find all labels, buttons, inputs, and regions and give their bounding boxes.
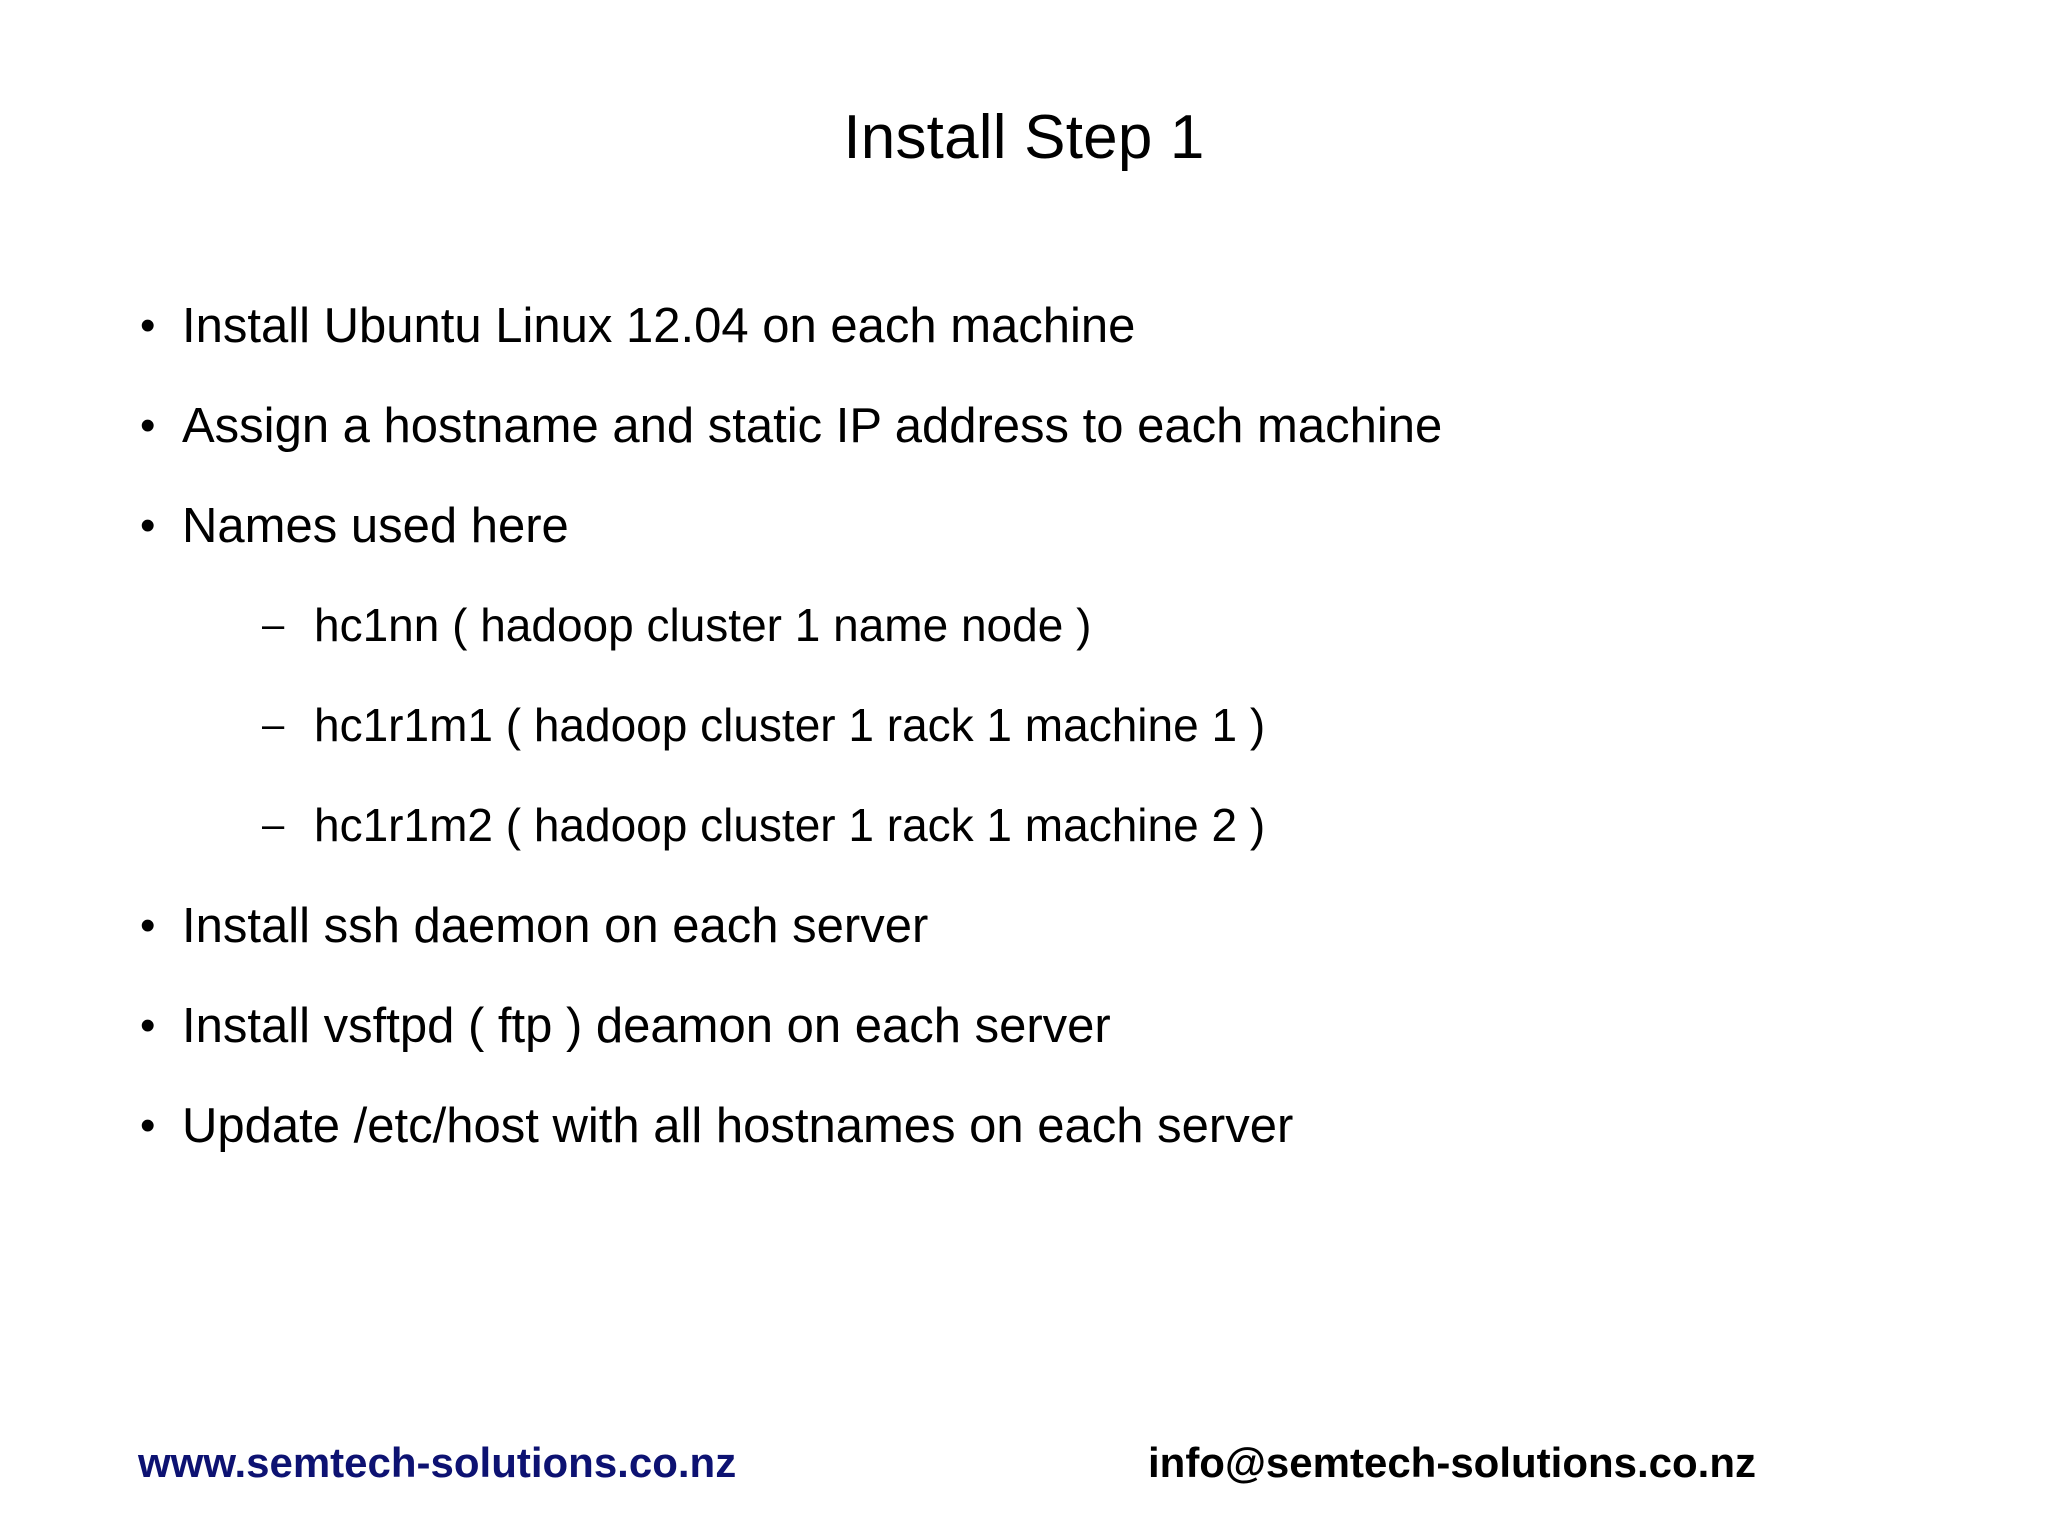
sub-list-item-label: hc1nn ( hadoop cluster 1 name node ): [314, 599, 1092, 651]
dash-icon: –: [262, 603, 285, 647]
sub-list-item-label: hc1r1m1 ( hadoop cluster 1 rack 1 machin…: [314, 699, 1266, 751]
sub-list-item: – hc1nn ( hadoop cluster 1 name node ): [0, 595, 2048, 695]
bullet-list: • Install Ubuntu Linux 12.04 on each mac…: [0, 295, 2048, 1195]
dash-icon: –: [262, 703, 285, 747]
page-title: Install Step 1: [843, 103, 1205, 172]
list-item-label: Names used here: [182, 499, 569, 553]
list-item: • Install Ubuntu Linux 12.04 on each mac…: [0, 295, 2048, 395]
list-item: • Update /etc/host with all hostnames on…: [0, 1095, 2048, 1195]
bullet-dot-icon: •: [140, 901, 156, 950]
list-item-label: Install vsftpd ( ftp ) deamon on each se…: [182, 999, 1111, 1053]
sub-list-item-label: hc1r1m2 ( hadoop cluster 1 rack 1 machin…: [314, 799, 1266, 851]
list-item-label: Assign a hostname and static IP address …: [182, 399, 1443, 453]
list-item-label: Install ssh daemon on each server: [182, 899, 929, 953]
footer-email-link[interactable]: info@semtech-solutions.co.nz: [1148, 1439, 1756, 1486]
list-item-label: Update /etc/host with all hostnames on e…: [182, 1099, 1294, 1153]
bullet-dot-icon: •: [140, 1101, 156, 1150]
sub-list-item: – hc1r1m1 ( hadoop cluster 1 rack 1 mach…: [0, 695, 2048, 795]
bullet-dot-icon: •: [140, 501, 156, 550]
footer-website-link[interactable]: www.semtech-solutions.co.nz: [138, 1439, 737, 1486]
bullet-dot-icon: •: [140, 301, 156, 350]
slide-footer: www.semtech-solutions.co.nz info@semtech…: [0, 1405, 2048, 1535]
bullet-dot-icon: •: [140, 401, 156, 450]
bullet-dot-icon: •: [140, 1001, 156, 1050]
list-item: • Assign a hostname and static IP addres…: [0, 395, 2048, 495]
list-item: • Names used here: [0, 495, 2048, 595]
list-item: • Install ssh daemon on each server: [0, 895, 2048, 995]
list-item-label: Install Ubuntu Linux 12.04 on each machi…: [182, 299, 1136, 353]
list-item: • Install vsftpd ( ftp ) deamon on each …: [0, 995, 2048, 1095]
dash-icon: –: [262, 803, 285, 847]
sub-list-item: – hc1r1m2 ( hadoop cluster 1 rack 1 mach…: [0, 795, 2048, 895]
